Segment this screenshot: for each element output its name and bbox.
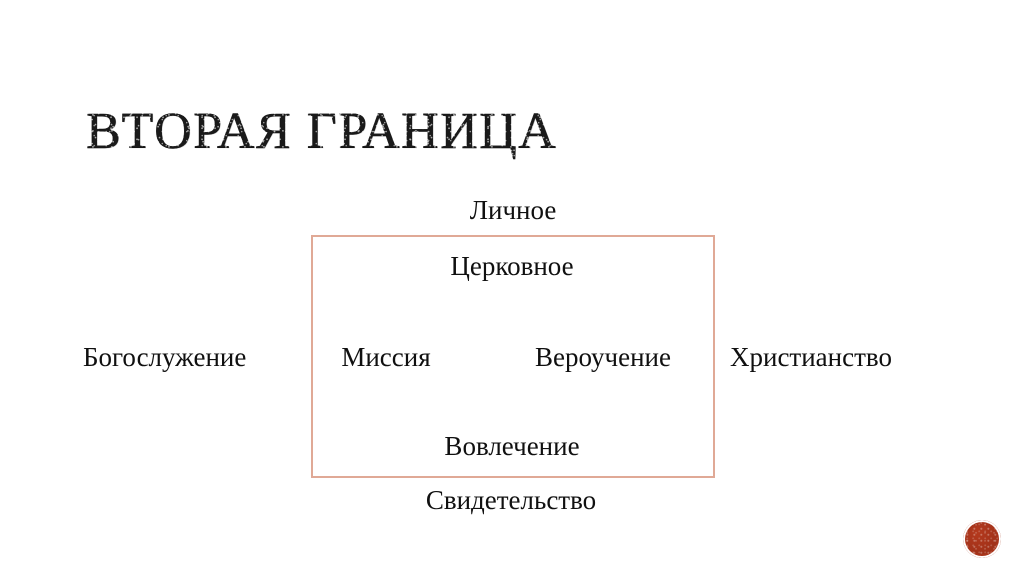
page-title: ВТОРАЯ ГРАНИЦА [83, 101, 560, 163]
inner-label-left: Миссия [341, 342, 431, 372]
inner-label-right: Вероучение [535, 342, 671, 372]
outer-label-left: Богослужение [83, 342, 247, 372]
outer-label-bottom: Свидетельство [425, 485, 597, 515]
circular-seal-icon [963, 520, 1001, 558]
inner-label-top: Церковное [450, 251, 574, 281]
boundary-rectangle [311, 235, 715, 478]
inner-label-bottom: Вовлечение [444, 431, 580, 461]
outer-label-right: Христианство [730, 342, 892, 372]
outer-label-top: Личное [469, 195, 557, 225]
